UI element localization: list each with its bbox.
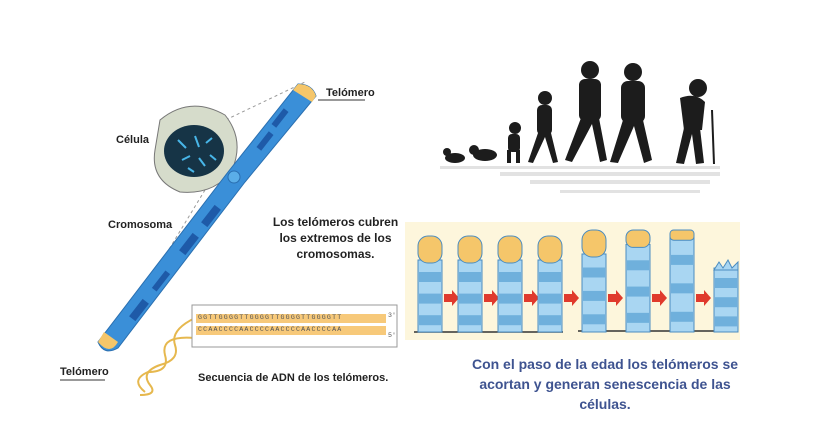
arrow-right-icon [564, 290, 579, 306]
arrow-right-icon [652, 290, 667, 306]
aging-caption: Con el paso de la edad los telómeros se … [471, 356, 739, 412]
chromosome-stage-3 [497, 235, 523, 333]
arrow-right-icon [484, 290, 499, 306]
arrow-right-icon [444, 290, 459, 306]
chromosome-label: Cromosoma [108, 219, 173, 231]
telomere-cap [581, 229, 607, 258]
chromosome-stage-2 [457, 235, 483, 333]
telomere-top-label: Telómero [326, 87, 375, 99]
telomere-cap [669, 229, 695, 241]
chromosome-stage-6 [625, 229, 651, 333]
telomere-cap [625, 229, 651, 248]
telomere-cap [417, 235, 443, 264]
silhouette-reflection-icon [440, 166, 720, 193]
chromosome-stage-5 [581, 229, 607, 333]
strand-end-bottom: 5' [388, 332, 396, 339]
telomere-cap [537, 235, 563, 264]
telomere-cap [457, 235, 483, 264]
strand-end-top: 3' [388, 312, 396, 319]
dna-sequence-caption: Secuencia de ADN de los telómeros. [198, 372, 389, 384]
chromosome-stage-8 [713, 258, 739, 333]
dna-helix-icon [137, 317, 196, 396]
telomere-bottom-label: Telómero [60, 366, 109, 378]
cell-icon [153, 105, 238, 193]
arrow-right-icon [696, 290, 711, 306]
dna-strand-bottom: CCAACCCCAACCCCAACCCCAACCCCAA [198, 326, 343, 333]
chromosome-stage-4 [537, 235, 563, 333]
chromosome-icon [97, 83, 317, 352]
dna-strand-top: GGTTGGGGTTGGGGTTGGGGTTGGGGTT [198, 314, 343, 321]
arrow-right-icon [524, 290, 539, 306]
chromosome-stage-1 [417, 235, 443, 333]
telomere-cap [497, 235, 523, 264]
telomere-description: Los telómeros cubren los extremos de los… [272, 215, 399, 261]
cell-label: Célula [116, 134, 150, 146]
arrow-right-icon [608, 290, 623, 306]
chromosome-stage-7 [669, 229, 695, 333]
human-evolution-silhouettes-icon [443, 61, 715, 165]
